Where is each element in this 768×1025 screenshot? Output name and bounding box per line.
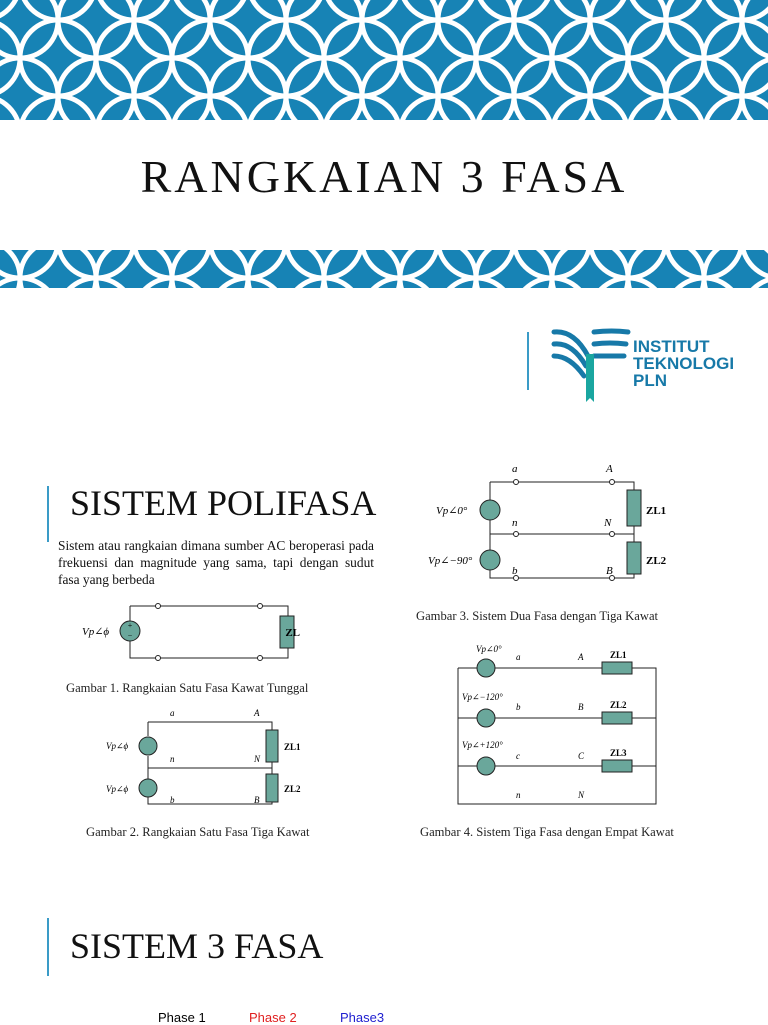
svg-text:+: + bbox=[128, 621, 133, 630]
figure3-node-B: B bbox=[606, 565, 613, 577]
figure3-load2-label: ZL2 bbox=[646, 555, 667, 567]
figure4-caption: Gambar 4. Sistem Tiga Fasa dengan Empat … bbox=[420, 825, 674, 839]
figure1-load-label: ZL bbox=[285, 627, 300, 639]
figure1-source bbox=[119, 620, 141, 642]
section1-description: Sistem atau rangkaian dimana sumber AC b… bbox=[58, 538, 374, 587]
figure4-load3-label: ZL3 bbox=[610, 748, 627, 758]
figure2-node-A: A bbox=[253, 708, 260, 718]
figure3-circuit: a A n N b B Vp∠0° Vp∠−90° ZL1 ZL2 bbox=[428, 463, 667, 581]
figure2-load2-label: ZL2 bbox=[284, 784, 301, 794]
figure1-caption: Gambar 1. Rangkaian Satu Fasa Kawat Tung… bbox=[66, 681, 309, 695]
section2-heading: SISTEM 3 FASA bbox=[70, 926, 324, 966]
figure4-node-b: b bbox=[516, 702, 521, 712]
bottom-pattern-band bbox=[0, 250, 768, 288]
figure4-node-N: N bbox=[577, 790, 585, 800]
figure4-source2-label: Vp∠−120° bbox=[462, 692, 503, 702]
logo-text-line1: INSTITUT bbox=[633, 337, 710, 356]
figure2-node-b: b bbox=[170, 795, 175, 805]
section2-accent-bar bbox=[47, 918, 49, 976]
figure4-node-a: a bbox=[516, 652, 521, 662]
figure4-source1-label: Vp∠0° bbox=[476, 644, 502, 654]
figure2-caption: Gambar 2. Rangkaian Satu Fasa Tiga Kawat bbox=[86, 825, 310, 839]
itpln-logo-icon bbox=[551, 328, 631, 402]
figure4-source3-label: Vp∠+120° bbox=[462, 740, 503, 750]
svg-text:−: − bbox=[128, 631, 133, 640]
figure4-circuit: Vp∠0° Vp∠−120° Vp∠+120° a A b B c C n N … bbox=[457, 644, 657, 805]
figure2-source2-label: Vp∠ϕ bbox=[106, 784, 129, 794]
figure4-load2-label: ZL2 bbox=[610, 700, 627, 710]
legend-phase2: Phase 2 bbox=[249, 1010, 297, 1025]
page-title: RANGKAIAN 3 FASA bbox=[140, 151, 628, 202]
figure3-node-b: b bbox=[512, 565, 518, 577]
figure4-node-n: n bbox=[516, 790, 521, 800]
figure4-node-B: B bbox=[578, 702, 584, 712]
figure2-circuit: a A n N b B Vp∠ϕ Vp∠ϕ ZL1 ZL2 bbox=[106, 708, 301, 805]
logo-divider bbox=[527, 332, 529, 390]
figure2-node-B: B bbox=[254, 795, 260, 805]
circle-lattice-pattern-lower bbox=[0, 250, 768, 288]
figure3-source1-label: Vp∠0° bbox=[436, 505, 468, 517]
figure3-source2-label: Vp∠−90° bbox=[428, 555, 473, 567]
figure3-node-a: a bbox=[512, 463, 518, 475]
section1-heading: SISTEM POLIFASA bbox=[70, 483, 377, 523]
figure1-load bbox=[279, 615, 295, 649]
figure3-node-n: n bbox=[512, 517, 518, 529]
figure1-circuit: +− Vp∠ϕ ZL bbox=[82, 603, 300, 661]
logo-text-line3: PLN bbox=[633, 371, 667, 390]
figure3-load1-label: ZL1 bbox=[646, 505, 666, 517]
figure2-node-a: a bbox=[170, 708, 175, 718]
figure3-node-A: A bbox=[605, 463, 613, 475]
figure2-load1-label: ZL1 bbox=[284, 742, 301, 752]
figure4-node-C: C bbox=[578, 751, 585, 761]
figure2-node-N: N bbox=[253, 754, 261, 764]
logo-text-line2: TEKNOLOGI bbox=[633, 354, 735, 373]
figure3-caption: Gambar 3. Sistem Dua Fasa dengan Tiga Ka… bbox=[416, 609, 659, 623]
figure3-node-N: N bbox=[603, 517, 612, 529]
figure4-node-A: A bbox=[577, 652, 584, 662]
figure4-node-c: c bbox=[516, 751, 520, 761]
top-pattern-band bbox=[0, 0, 768, 120]
circle-lattice-pattern bbox=[0, 0, 768, 120]
section1-accent-bar bbox=[47, 486, 49, 542]
figure1-source-label: Vp∠ϕ bbox=[82, 626, 109, 638]
figure2-source1-label: Vp∠ϕ bbox=[106, 741, 129, 751]
legend-phase1: Phase 1 bbox=[158, 1010, 206, 1025]
legend-phase3: Phase3 bbox=[340, 1010, 385, 1025]
figure4-load1-label: ZL1 bbox=[610, 650, 627, 660]
figure2-node-n: n bbox=[170, 754, 175, 764]
